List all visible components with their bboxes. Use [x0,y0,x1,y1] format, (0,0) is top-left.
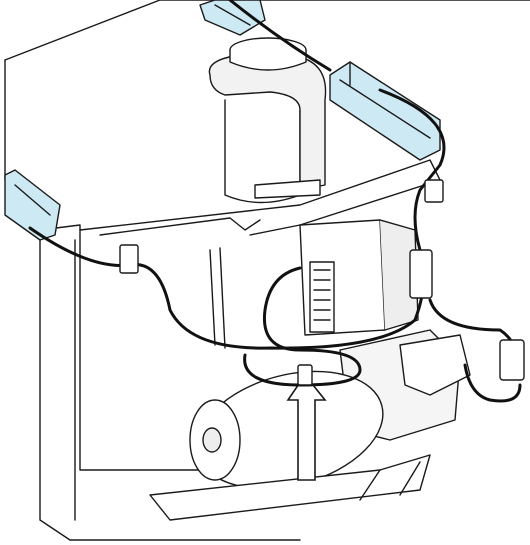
housing-inner-edge [39,224,301,471]
bracket-top-right-fold [339,61,431,139]
tray-lip [99,217,261,236]
up-arrow-icon [286,373,327,481]
terminal-screws [313,269,331,321]
cable-clip-top [424,179,444,203]
motor-shaft [202,427,222,453]
bracket-top-fold [214,4,251,26]
bracket-left-fold [14,184,51,216]
cable-top-run [228,0,332,72]
housing-top-panel [4,0,530,61]
post-base-clamp [254,179,321,199]
connector-upper [409,249,433,299]
tray-side [209,247,226,349]
post-cap-side [229,49,307,71]
motor-gearbox [399,334,471,396]
cable-loop [243,266,362,387]
cable-clip-icon [119,244,139,274]
cable-branch-low [463,363,522,403]
cable-clip-center [297,364,313,386]
terminal-block [309,261,335,333]
motor-base-rib [359,461,421,501]
motor-base [149,454,431,521]
connector-right [499,339,525,381]
bracket-top [199,0,266,36]
